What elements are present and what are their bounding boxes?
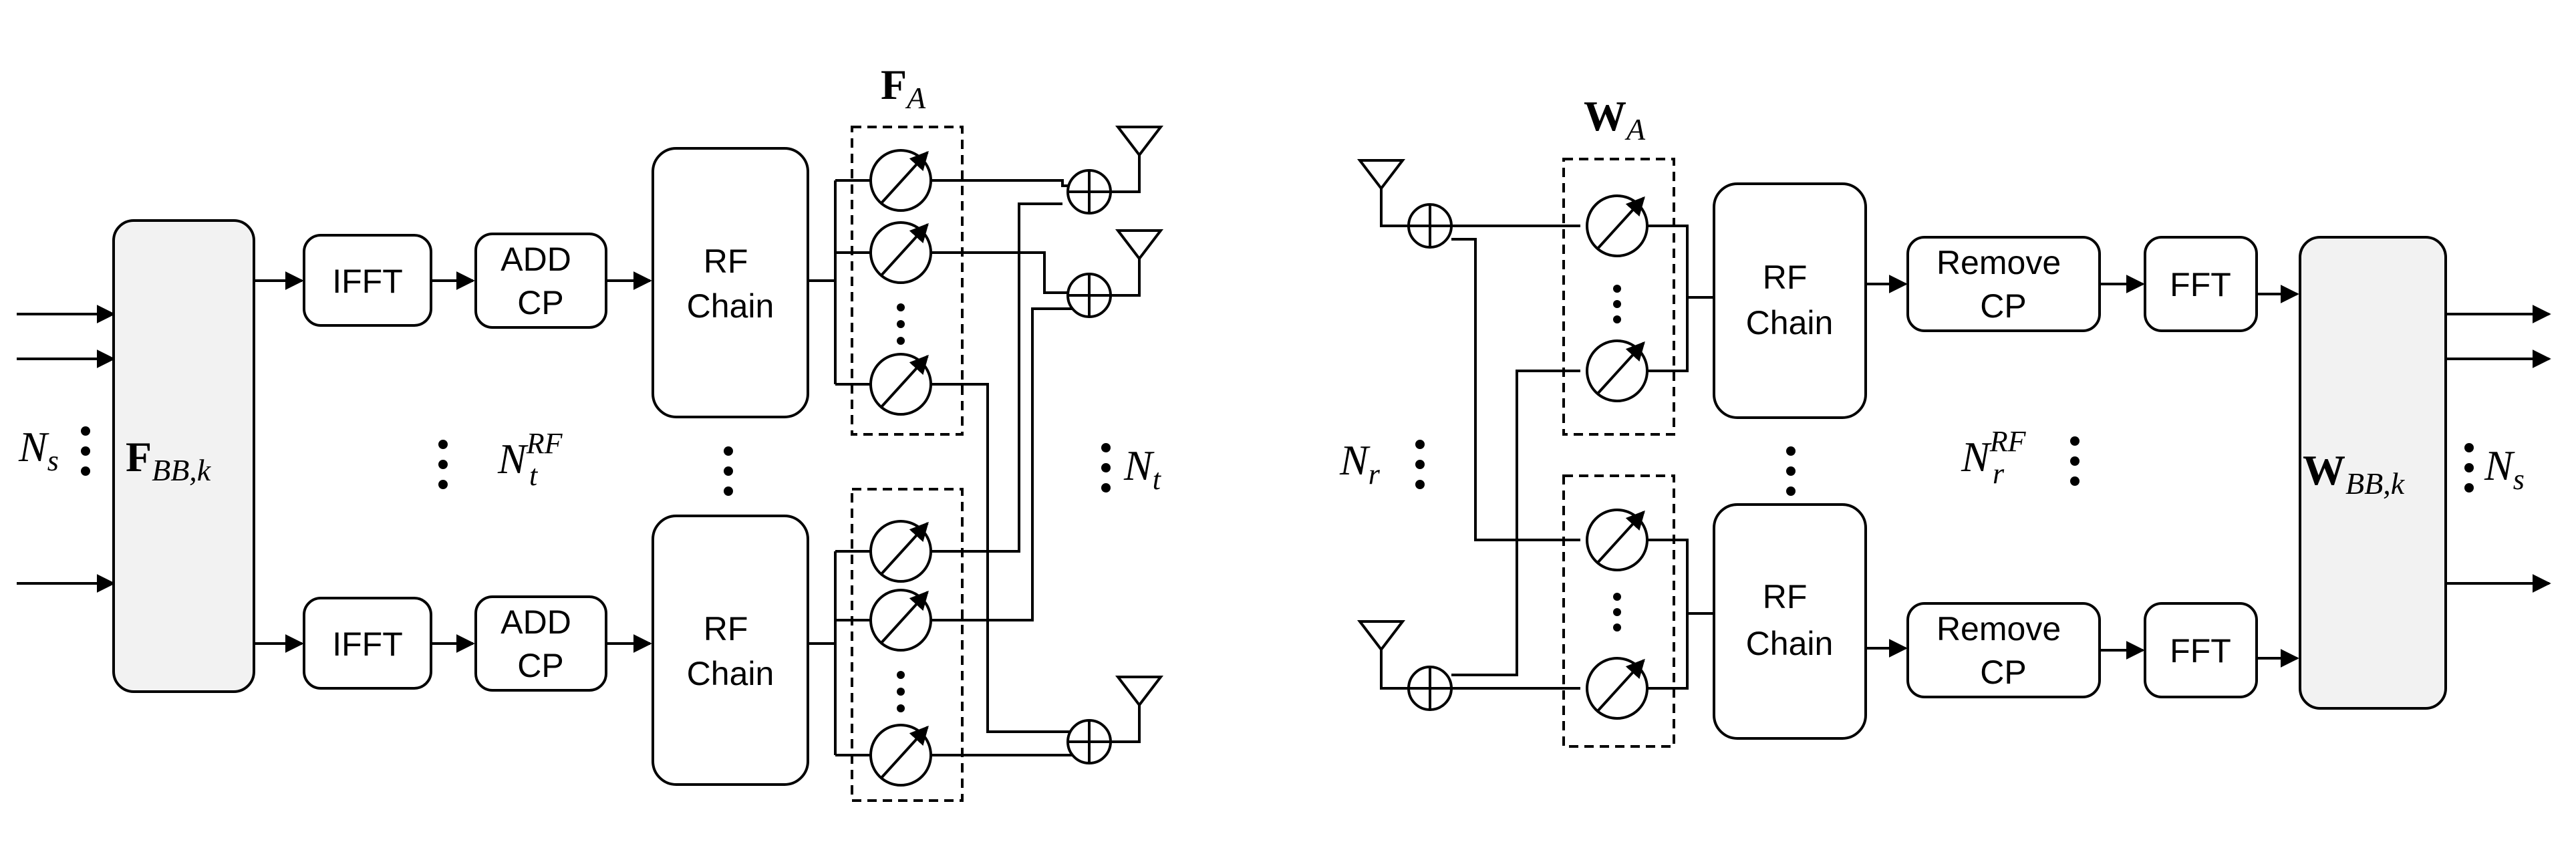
tx-input-arrows — [17, 305, 116, 593]
antenna-icon — [1111, 126, 1164, 193]
rx-phase-merge-bottom — [1647, 539, 1714, 690]
phase-shifter-dots-bottom — [1613, 593, 1621, 632]
rx-antennas — [1356, 159, 1409, 690]
phase-shifter-icon — [1586, 509, 1649, 571]
tx-phase-fan-bottom — [808, 550, 871, 756]
phase-shifter-icon — [869, 353, 932, 416]
rx-rf-chains-count-sub: r — [1993, 457, 2005, 490]
phase-shifter-dots-top — [1613, 285, 1621, 323]
tx-rf-chain-label-bottom: RF Chain — [687, 610, 774, 692]
rx-baseband-combiner-label: WBB,k — [2303, 446, 2406, 501]
tx-phase-to-adder-wiring — [931, 179, 1089, 756]
rx-rf-chain-label-top: RF Chain — [1746, 259, 1834, 341]
phase-shifter-icon — [869, 221, 932, 284]
tx-ifft-label-top: IFFT — [332, 263, 403, 300]
rx-phase-shifters-top — [1586, 194, 1649, 402]
rx-streams-label: Ns — [2484, 442, 2525, 496]
streams-dots — [81, 426, 90, 476]
phase-shifter-icon — [1586, 657, 1649, 720]
antenna-dots — [1101, 443, 1111, 493]
rx-ellipses — [1415, 285, 2474, 632]
tx-ifft-label-bottom: IFFT — [332, 625, 403, 663]
antenna-icon — [1111, 676, 1164, 743]
phase-shifter-icon — [869, 520, 932, 583]
tx-antennas — [1111, 126, 1164, 743]
rx-fft-block-bottom — [2144, 602, 2258, 698]
tx-phase-shifters-top — [869, 149, 932, 416]
rx-rf-chain-block-bottom — [1713, 503, 1867, 740]
transmitter — [17, 126, 1164, 802]
rx-phase-shifters-bottom — [1586, 509, 1649, 720]
rx-phase-merge-top — [1647, 225, 1714, 372]
tx-add-cp-label-top: ADD CP — [500, 241, 580, 321]
antenna-icon — [1356, 159, 1409, 227]
tx-add-cp-label-bottom: ADD CP — [500, 603, 580, 684]
rf-chain-dots — [724, 446, 733, 496]
rx-remove-cp-label-bottom: Remove CP — [1937, 610, 2070, 691]
phase-shifter-icon — [869, 149, 932, 212]
rx-analog-combiner-label: WA — [1584, 92, 1646, 146]
rx-analog-combiner-box-bottom — [1562, 474, 1675, 748]
rx-baseband-combiner-block — [2299, 236, 2447, 710]
ifft-dots — [438, 440, 448, 489]
rx-fft-label-bottom: FFT — [2170, 632, 2231, 670]
adder-icon — [1066, 169, 1112, 215]
tx-streams-label: Ns — [18, 423, 59, 477]
antenna-dots — [1415, 440, 1425, 489]
phase-shifter-dots-top — [897, 303, 905, 345]
tx-analog-precoder-box-bottom — [851, 488, 964, 802]
tx-labels: FBB,k IFFT IFFT ADD CP ADD CP RF Chain R… — [18, 61, 1162, 692]
tx-antennas-label: Nt — [1123, 442, 1162, 496]
adder-icon — [1066, 719, 1112, 764]
tx-rf-chains-count-sub: t — [529, 459, 539, 492]
tx-baseband-precoder-label: FBB,k — [126, 433, 212, 487]
tx-rf-chains-count-label: NRF — [497, 427, 563, 482]
phase-shifter-icon — [1586, 194, 1649, 257]
rx-analog-combiner-box-top — [1562, 158, 1675, 436]
rf-count-dots — [2070, 436, 2080, 486]
tx-phase-fan-top — [808, 179, 871, 386]
phase-shifter-icon — [1586, 339, 1649, 402]
rf-chain-dots — [1786, 446, 1796, 496]
rx-rf-chains-count-label: NRF — [1961, 425, 2027, 480]
tx-rf-chain-label-top: RF Chain — [687, 243, 774, 325]
tx-analog-precoder-label: FA — [881, 61, 926, 115]
rx-adder-to-phase-wiring — [1451, 225, 1580, 690]
phase-shifter-dots-bottom — [897, 671, 905, 712]
tx-phase-shifters-bottom — [869, 520, 932, 787]
adder-icon — [1066, 273, 1112, 318]
tx-baseband-precoder-block — [112, 219, 255, 693]
rx-remove-cp-label-top: Remove CP — [1937, 244, 2070, 325]
phase-shifter-icon — [869, 724, 932, 787]
rx-labels: WA RF Chain RF Chain Remove CP Remove CP… — [1339, 92, 2525, 691]
rx-rf-chain-label-bottom: RF Chain — [1746, 578, 1834, 662]
rx-fft-label-top: FFT — [2170, 266, 2231, 303]
receiver — [1356, 158, 2551, 748]
rx-fft-block-top — [2144, 236, 2258, 332]
phase-shifter-icon — [869, 589, 932, 652]
tx-analog-precoder-box-top — [851, 126, 964, 436]
rx-adders — [1407, 203, 1453, 711]
rx-output-arrows — [2446, 305, 2551, 593]
adder-icon — [1407, 666, 1453, 711]
streams-dots — [2464, 443, 2474, 493]
rx-antennas-label: Nr — [1339, 436, 1381, 490]
adder-icon — [1407, 203, 1453, 249]
antenna-icon — [1111, 229, 1164, 297]
tx-ellipses — [81, 303, 1111, 712]
tx-rf-chain-block-bottom — [652, 515, 809, 786]
antenna-icon — [1356, 620, 1409, 690]
rx-rf-chain-block-top — [1713, 182, 1867, 419]
tx-rf-chain-block-top — [652, 147, 809, 418]
